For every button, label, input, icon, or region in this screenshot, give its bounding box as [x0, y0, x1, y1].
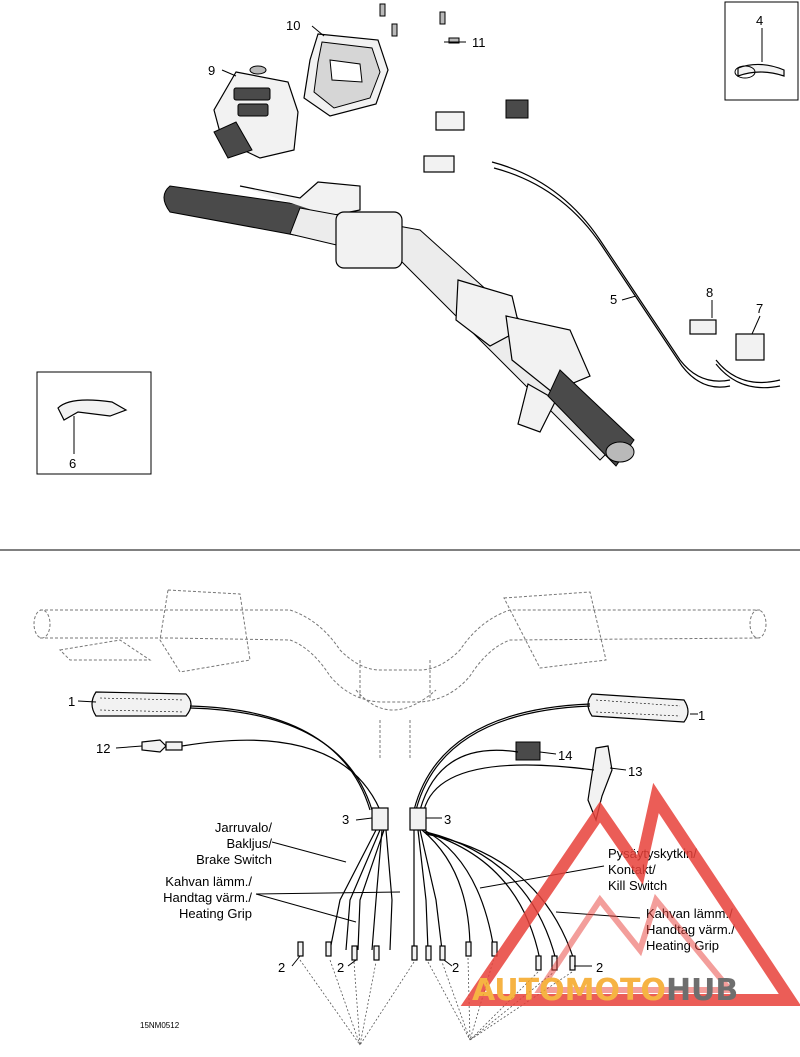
screws-part: [379, 3, 460, 44]
callout-7: 7: [756, 301, 763, 316]
svg-text:Jarruvalo/: Jarruvalo/: [215, 820, 272, 835]
svg-text:Heating Grip: Heating Grip: [179, 906, 252, 921]
callout-1-left: 1: [68, 694, 75, 709]
callout-5: 5: [610, 292, 617, 307]
top-leaders: [73, 25, 763, 454]
temp-sensor: [141, 739, 183, 753]
callout-1-right: 1: [698, 708, 705, 723]
callout-13: 13: [628, 764, 642, 779]
callout-9: 9: [208, 63, 215, 78]
label-heating-grip-left: Kahvan lämm./ Handtag värm./ Heating Gri…: [163, 874, 252, 921]
svg-text:Kahvan lämm./: Kahvan lämm./: [165, 874, 252, 889]
svg-text:Handtag värm./: Handtag värm./: [163, 890, 252, 905]
switch-assembly: [213, 65, 299, 159]
watermark-text: AUTOMOTOHUB: [472, 973, 738, 1008]
callout-4: 4: [756, 13, 763, 28]
callout-8: 8: [706, 285, 713, 300]
switch-housing-cover: [303, 33, 389, 117]
heating-grip-right: [587, 693, 689, 723]
callout-12: 12: [96, 741, 110, 756]
svg-text:Handtag värm./: Handtag värm./: [646, 922, 735, 937]
watermark-logo: AUTOMOTOHUB: [460, 782, 800, 1008]
cable-tie-box: [724, 1, 799, 101]
svg-text:Kill Switch: Kill Switch: [608, 878, 667, 893]
handlebar-left-grip: [163, 181, 621, 461]
callout-14: 14: [558, 748, 572, 763]
svg-text:Heating Grip: Heating Grip: [646, 938, 719, 953]
callout-2-d: 2: [596, 960, 603, 975]
diagram-code: 15NM0512: [140, 1021, 180, 1030]
wiring-harness: [423, 99, 781, 389]
callout-10: 10: [286, 18, 300, 33]
top-exploded-view: 10 11 9 4 5 8 7 6: [36, 1, 799, 475]
heating-grip-left: [91, 691, 192, 717]
callout-3-right: 3: [444, 812, 451, 827]
callout-2-c: 2: [452, 960, 459, 975]
throttle-housing: [455, 279, 635, 467]
bracket-box: [36, 371, 152, 475]
wires-left: [181, 705, 393, 951]
wires-right: [409, 703, 595, 961]
callout-2-a: 2: [278, 960, 285, 975]
label-brake-switch: Jarruvalo/ Bakljus/ Brake Switch: [196, 820, 272, 867]
wire-clip: [515, 741, 541, 761]
callout-11: 11: [472, 35, 486, 50]
svg-text:Brake Switch: Brake Switch: [196, 852, 272, 867]
kill-switch-bracket: [587, 745, 613, 822]
svg-text:Bakljus/: Bakljus/: [226, 836, 272, 851]
bottom-leaders: [77, 700, 698, 967]
callout-6: 6: [69, 456, 76, 471]
phantom-handlebar: [33, 589, 767, 758]
callout-3-left: 3: [342, 812, 349, 827]
callout-2-b: 2: [337, 960, 344, 975]
